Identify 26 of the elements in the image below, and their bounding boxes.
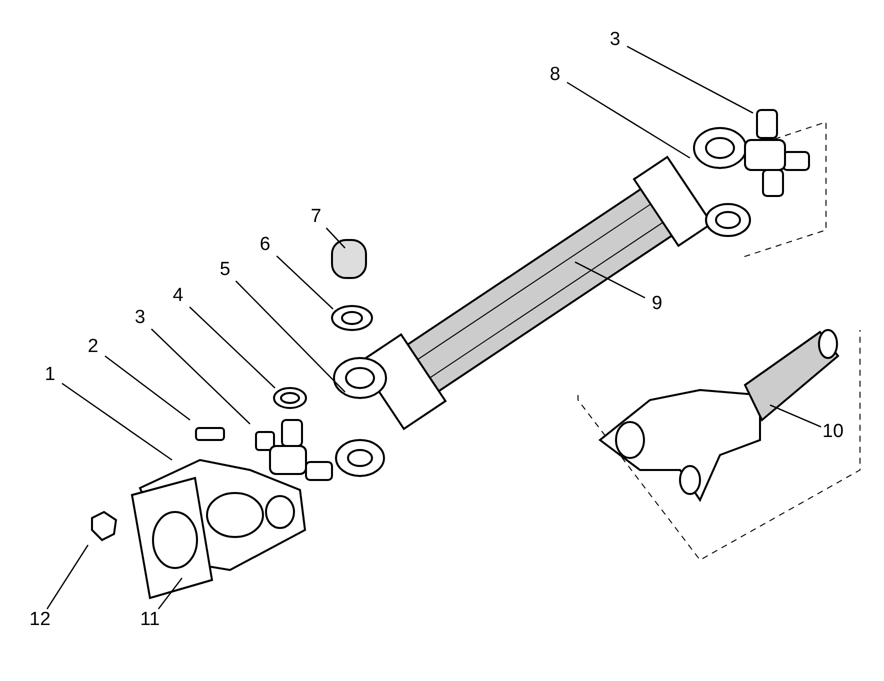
leader-line: [770, 404, 822, 428]
callout-number: 1: [38, 364, 62, 386]
leader-line: [62, 382, 172, 461]
leader-line: [566, 82, 690, 159]
callout-number: 11: [138, 609, 162, 631]
leader-line: [626, 46, 754, 114]
leader-line: [158, 578, 183, 610]
callout-number: 3: [128, 307, 152, 329]
callout-number: 5: [213, 259, 237, 281]
leader-line: [235, 280, 346, 392]
callout-number: 6: [253, 234, 277, 256]
callout-number: 10: [821, 421, 845, 443]
leader-line: [326, 228, 346, 248]
callout-number: 2: [81, 336, 105, 358]
callout-number: 9: [645, 293, 669, 315]
leader-line: [189, 306, 276, 388]
leader-line: [46, 544, 89, 610]
callout-number: 7: [304, 206, 328, 228]
callout-number: 8: [543, 64, 567, 86]
leader-line: [150, 328, 250, 424]
leader-line: [574, 261, 646, 298]
callout-number: 12: [28, 609, 52, 631]
callout-number: 3: [603, 29, 627, 51]
leader-line: [104, 356, 190, 421]
leader-line: [276, 256, 334, 310]
callout-number: 4: [166, 285, 190, 307]
